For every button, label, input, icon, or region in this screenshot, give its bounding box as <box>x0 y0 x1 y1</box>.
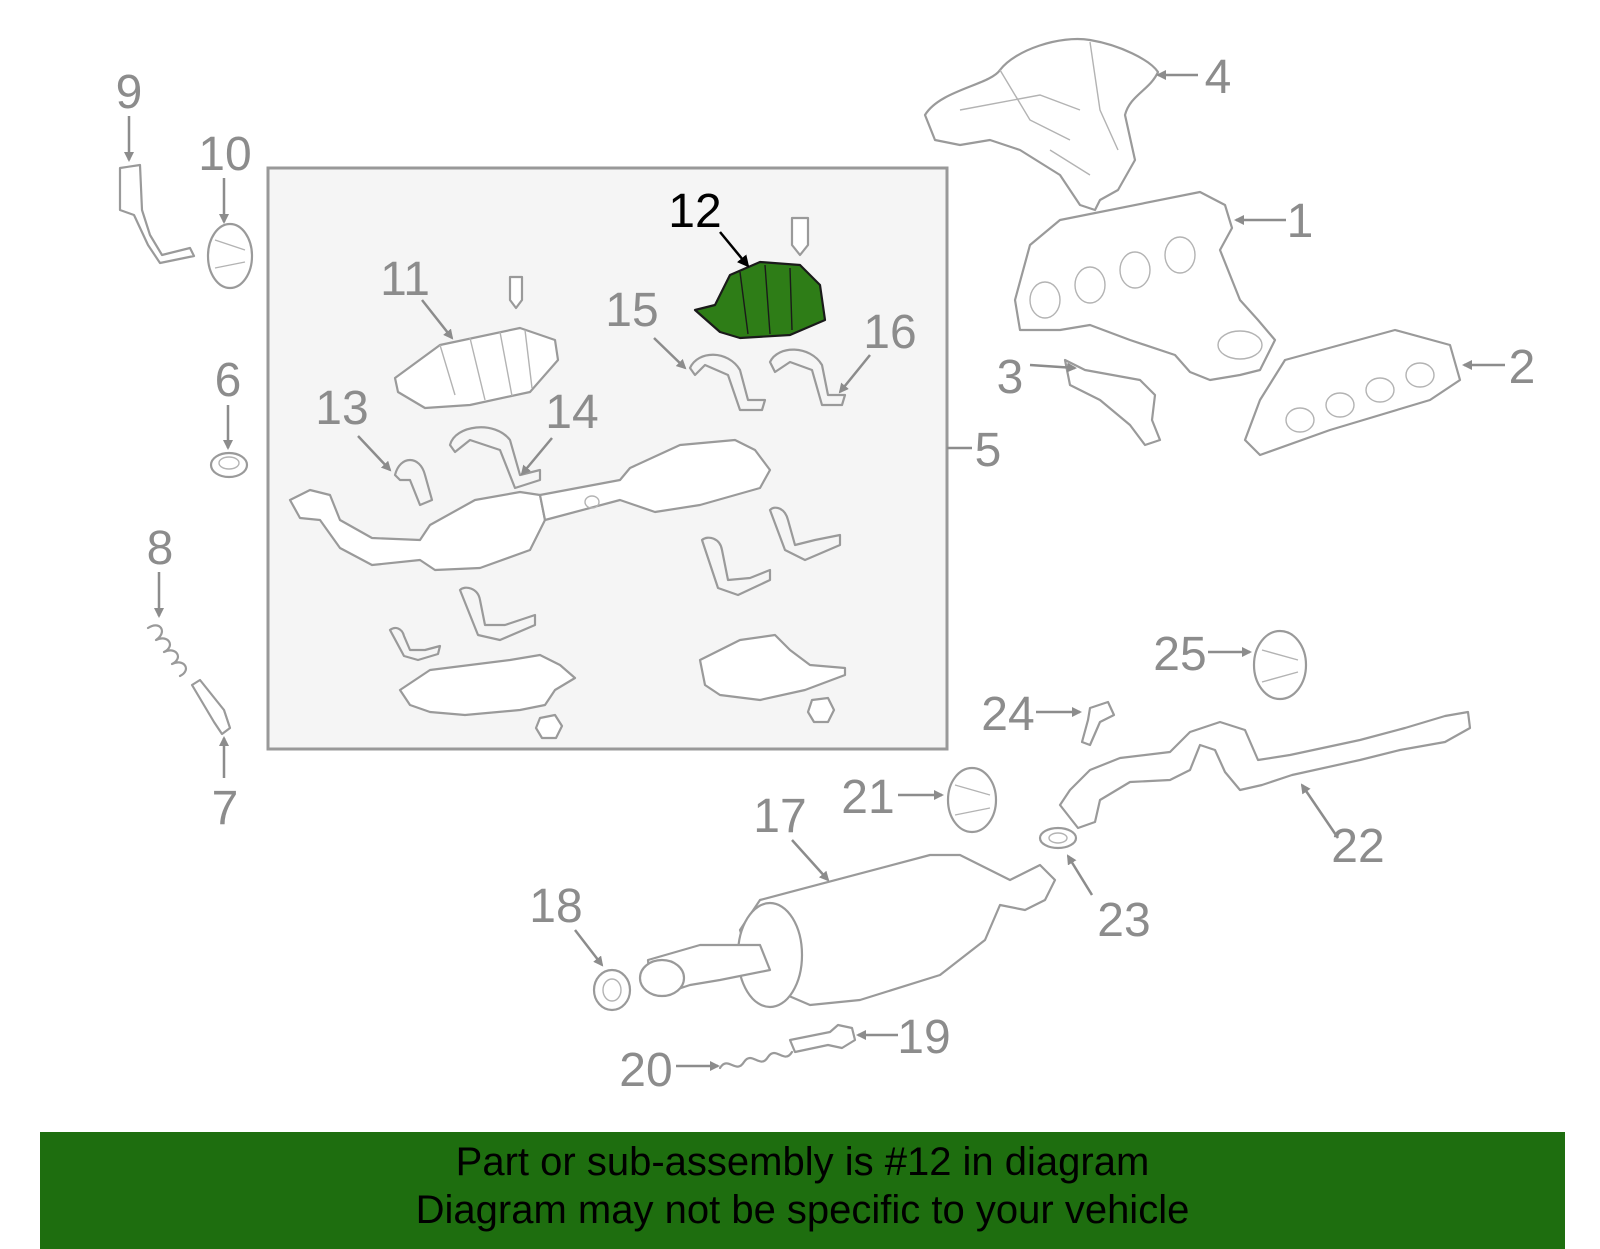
part-18-gasket <box>592 968 632 1012</box>
callout-20: 20 <box>619 1044 672 1097</box>
leader-11 <box>421 299 454 340</box>
front-pipe-assembly <box>288 438 772 572</box>
lower-heat-insulator-right <box>698 633 847 702</box>
callout-9: 9 <box>116 66 143 119</box>
callout-19: 19 <box>897 1011 950 1064</box>
banner-line-2: Diagram may not be specific to your vehi… <box>415 1188 1190 1232</box>
callout-4: 4 <box>1205 51 1232 104</box>
part-17-muffler <box>638 853 1057 1009</box>
leader-12 <box>719 231 750 268</box>
part-10-insulator <box>206 222 254 290</box>
part-16-clamp <box>768 348 847 407</box>
part-1-exhaust-manifold <box>1013 190 1277 382</box>
callout-10: 10 <box>198 128 251 181</box>
clamp-lower-4 <box>388 626 442 662</box>
leader-14 <box>520 437 553 476</box>
part-13-clamp <box>393 458 434 507</box>
callout-22: 22 <box>1331 820 1384 873</box>
callout-2: 2 <box>1509 341 1536 394</box>
leader-23 <box>1066 854 1094 896</box>
part-14-clamp <box>448 426 542 490</box>
part-22-tail-pipe <box>1058 710 1472 830</box>
banner-line-1: Part or sub-assembly is #12 in diagram <box>455 1140 1150 1184</box>
callout-8: 8 <box>147 522 174 575</box>
leader-15 <box>653 337 687 370</box>
clamp-lower-3 <box>458 586 537 642</box>
part-12-heat-insulator <box>693 216 827 340</box>
part-2-gasket <box>1243 328 1462 457</box>
subassembly-box <box>266 166 949 751</box>
part-24-bolt <box>1080 700 1116 747</box>
part-20-spring <box>718 1050 794 1070</box>
part-8-spring <box>146 624 187 678</box>
callout-21: 21 <box>841 771 894 824</box>
info-banner: Part or sub-assembly is #12 in diagram D… <box>40 1132 1565 1249</box>
callout-16: 16 <box>863 306 916 359</box>
callout-1: 1 <box>1287 195 1314 248</box>
clamp-lower-2 <box>700 536 772 597</box>
callout-3: 3 <box>997 351 1024 404</box>
part-19-bolt <box>788 1023 857 1054</box>
part-15-clamp <box>688 353 767 412</box>
lower-heat-insulator-left <box>398 653 577 717</box>
part-3-bracket <box>1063 358 1162 447</box>
nut-left <box>534 713 564 740</box>
clamp-lower-1 <box>768 506 842 562</box>
leader-18 <box>574 929 604 967</box>
callout-23: 23 <box>1097 894 1150 947</box>
part-6-gasket-ring <box>209 451 249 479</box>
callout-11: 11 <box>380 253 430 306</box>
part-25-insulator <box>1252 629 1308 701</box>
part-4-heat-insulator <box>923 38 1160 212</box>
callout-14: 14 <box>545 386 598 439</box>
callout-15: 15 <box>605 284 658 337</box>
part-9-hanger-bracket <box>118 163 196 265</box>
leader-22 <box>1300 783 1340 839</box>
callout-24: 24 <box>981 688 1034 741</box>
callout-17: 17 <box>753 790 806 843</box>
leader-17 <box>791 839 830 882</box>
callout-7: 7 <box>212 782 239 835</box>
leader-16 <box>838 354 871 394</box>
callout-6: 6 <box>215 354 242 407</box>
part-23-gasket <box>1038 826 1078 850</box>
part-7-bolt <box>190 678 232 736</box>
callout-13: 13 <box>315 382 368 435</box>
nut-right <box>806 696 836 724</box>
part-11-converter <box>393 275 560 410</box>
callout-5: 5 <box>975 424 1002 477</box>
leader-13 <box>357 435 392 472</box>
part-21-insulator <box>946 766 998 834</box>
callout-25: 25 <box>1153 628 1206 681</box>
callout-18: 18 <box>529 880 582 933</box>
callout-12: 12 <box>668 185 721 238</box>
leader-3 <box>1029 362 1077 373</box>
